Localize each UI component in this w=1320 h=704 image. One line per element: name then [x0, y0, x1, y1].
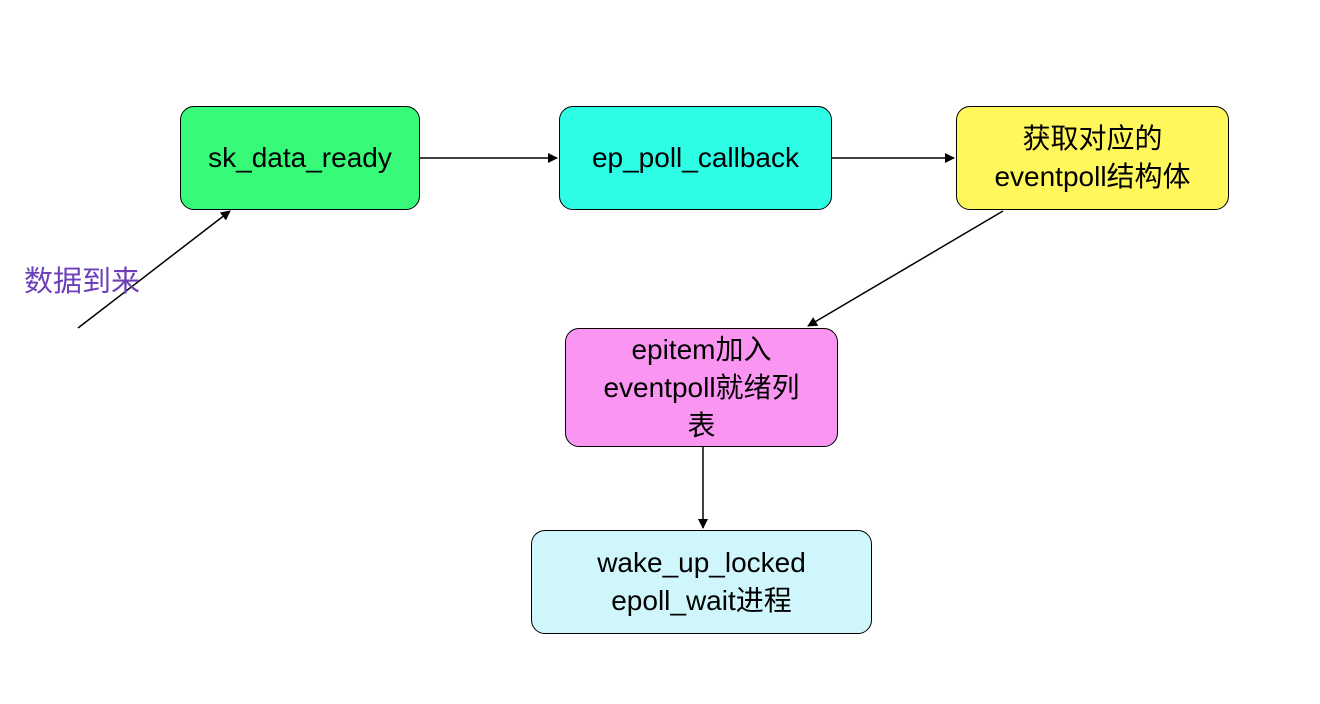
data-arrival-label: 数据到来: [24, 266, 141, 298]
sk-data-ready-node: sk_data_ready: [180, 106, 420, 210]
ep-poll-callback-node: ep_poll_callback: [559, 106, 832, 210]
sk-data-ready-label: sk_data_ready: [208, 142, 392, 173]
get-eventpoll-label: 获取对应的 eventpoll结构体: [994, 123, 1191, 192]
ep-poll-callback-label: ep_poll_callback: [591, 142, 800, 173]
trigger-arrow: [77, 210, 231, 329]
add-to-ready-list-label: epitem加入 eventpoll就绪列 表: [603, 333, 800, 441]
wake-up-node: wake_up_locked epoll_wait进程: [531, 530, 872, 634]
add-to-ready-list-node: epitem加入 eventpoll就绪列 表: [565, 328, 838, 447]
get-eventpoll-node: 获取对应的 eventpoll结构体: [956, 106, 1229, 210]
arrow-eventpoll-to-readylist: [807, 210, 1004, 327]
wake-up-label: wake_up_locked epoll_wait进程: [597, 547, 806, 616]
